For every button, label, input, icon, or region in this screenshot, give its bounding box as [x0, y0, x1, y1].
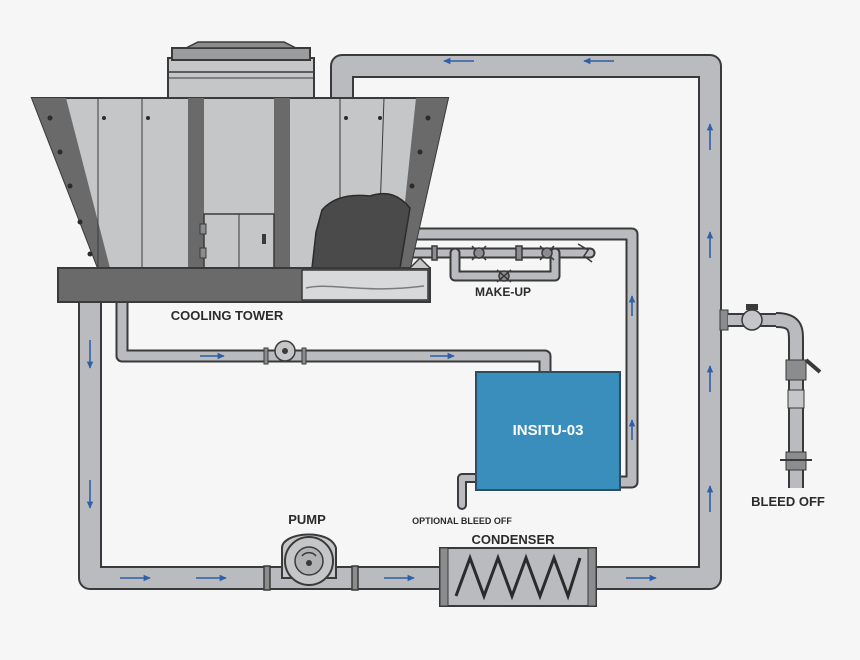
- pump-icon: [263, 533, 359, 591]
- pump-label: PUMP: [288, 512, 326, 527]
- valve-icon: [431, 245, 555, 283]
- flow-arrow-icon: [86, 57, 714, 582]
- condenser-label: CONDENSER: [471, 532, 555, 547]
- bleed-off-label: BLEED OFF: [751, 494, 825, 509]
- cooling-tower-label: COOLING TOWER: [171, 308, 284, 323]
- flow-meter-icon: [263, 340, 307, 365]
- optional-bleed-off-label: OPTIONAL BLEED OFF: [412, 516, 512, 526]
- cooling-tower: [30, 41, 450, 303]
- insitu-unit-box: [475, 371, 621, 491]
- condenser: [439, 547, 597, 607]
- supply-break-icon: [577, 243, 593, 263]
- bleed-off-assembly: [719, 304, 822, 488]
- make-up-label: MAKE-UP: [475, 285, 531, 299]
- insitu-unit-label: INSITU-03: [513, 422, 584, 439]
- sidestream-pipe: [115, 227, 639, 510]
